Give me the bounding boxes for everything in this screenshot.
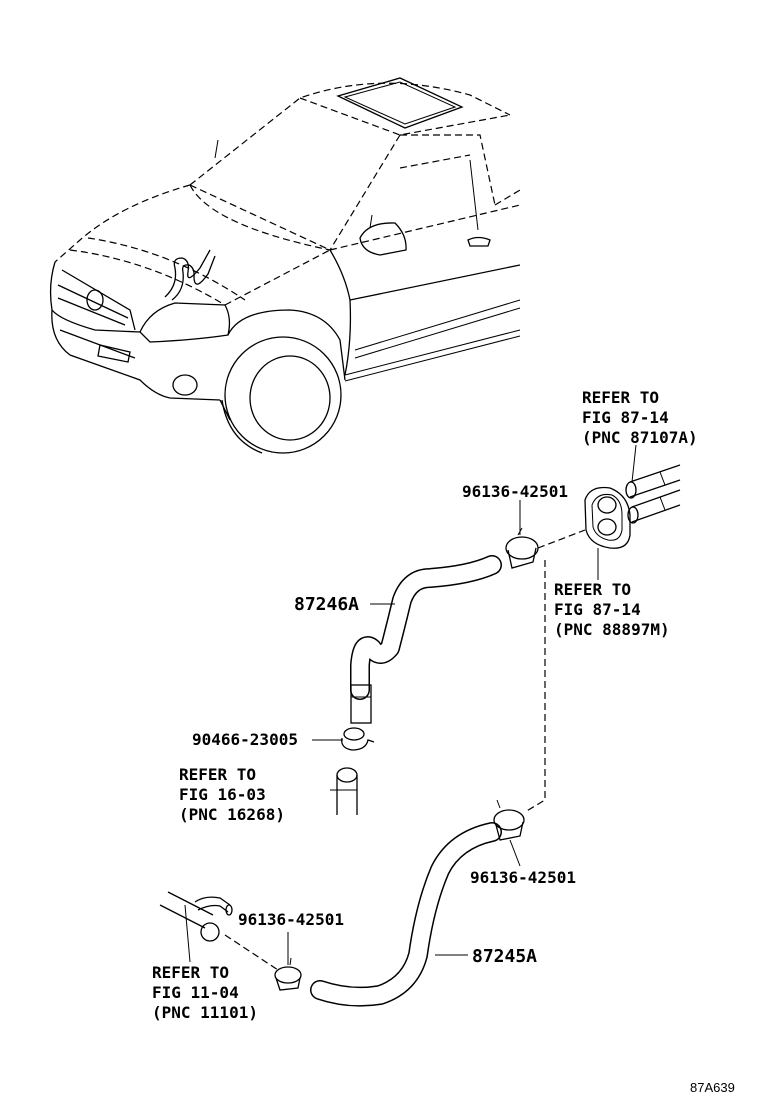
- vehicle-illustration: [49, 77, 521, 454]
- label-line: REFER TO: [179, 765, 256, 784]
- label-line: (PNC 16268): [179, 805, 285, 824]
- label-ref-88897m: REFER TO FIG 87-14 (PNC 88897M): [554, 580, 670, 639]
- label-clamp-bottom: 96136-42501: [238, 910, 344, 929]
- connection-line: [537, 529, 586, 549]
- clamp-96136-mid[interactable]: [493, 799, 525, 841]
- leader-line: [631, 444, 637, 483]
- label-line: REFER TO: [152, 963, 229, 982]
- label-clip-90466: 90466-23005: [192, 730, 298, 749]
- clamp-96136-bottom[interactable]: [274, 957, 302, 991]
- label-line: FIG 11-04: [152, 983, 239, 1002]
- pipe-16268[interactable]: [330, 767, 358, 815]
- label-line: REFER TO: [554, 580, 631, 599]
- catalog-code: 87A639: [690, 1080, 735, 1095]
- label-hose-lower: 87245A: [472, 946, 537, 967]
- connection-line: [524, 560, 546, 813]
- hose-87246a[interactable]: [350, 555, 502, 724]
- label-line: FIG 16-03: [179, 785, 266, 804]
- label-hose-upper: 87246A: [294, 594, 359, 615]
- label-line: FIG 87-14: [582, 408, 669, 427]
- grommet-88897m[interactable]: [584, 486, 631, 549]
- clip-90466[interactable]: [341, 727, 375, 751]
- label-line: (PNC 87107A): [582, 428, 698, 447]
- label-line: (PNC 11101): [152, 1003, 258, 1022]
- clamp-96136-top[interactable]: [505, 527, 539, 569]
- label-clamp-top: 96136-42501: [462, 482, 568, 501]
- label-line: (PNC 88897M): [554, 620, 670, 639]
- leader-line: [184, 904, 191, 963]
- label-ref-87107a: REFER TO FIG 87-14 (PNC 87107A): [582, 388, 698, 447]
- leader-line: [509, 839, 521, 867]
- label-line: REFER TO: [582, 388, 659, 407]
- label-ref-16268: REFER TO FIG 16-03 (PNC 16268): [179, 765, 285, 824]
- label-clamp-mid: 96136-42501: [470, 868, 576, 887]
- hose-87245a[interactable]: [310, 822, 502, 1007]
- label-ref-11101: REFER TO FIG 11-04 (PNC 11101): [152, 963, 258, 1022]
- label-line: FIG 87-14: [554, 600, 641, 619]
- pipe-11101[interactable]: [159, 891, 279, 971]
- washer-nozzles-87107a[interactable]: [625, 464, 681, 524]
